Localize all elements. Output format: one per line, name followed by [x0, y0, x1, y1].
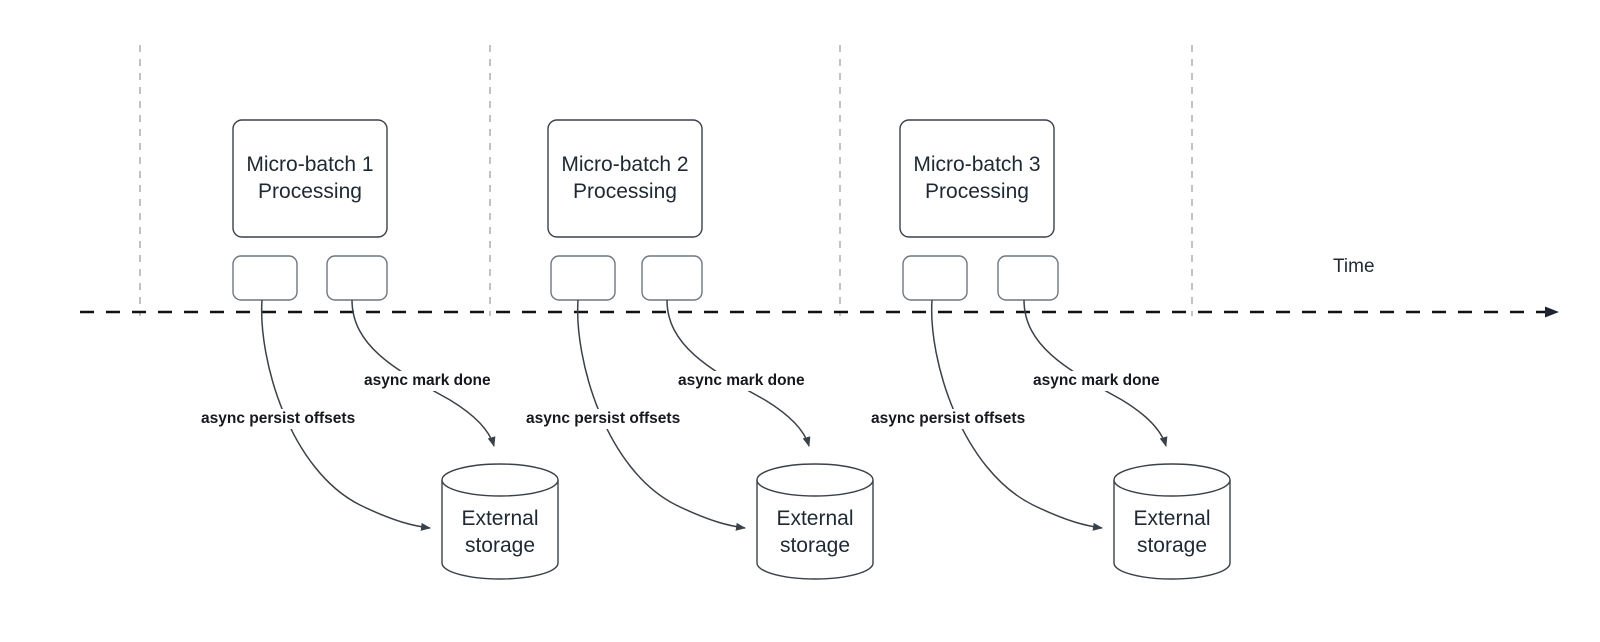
edge-label-2-async-persist-offsets: async persist offsets	[524, 409, 683, 429]
batch-box-3-line2: Processing	[925, 179, 1029, 203]
storage-cylinder-3[interactable]	[1113, 463, 1231, 580]
task-box-2-left[interactable]	[550, 255, 616, 301]
edge-3-async-mark-done	[1023, 299, 1168, 447]
batch-box-1-line2: Processing	[258, 179, 362, 203]
storage-2-line2: storage	[779, 533, 851, 557]
batch-box-3-line1: Micro-batch 3	[913, 153, 1041, 176]
group-1	[232, 119, 559, 580]
edge-2-async-persist-offsets	[576, 299, 746, 531]
task-box-3-left[interactable]	[902, 255, 968, 301]
batch-box-1-line1: Micro-batch 1	[246, 153, 374, 176]
batch-box-2-line1: Micro-batch 2	[561, 153, 689, 176]
task-box-1-right[interactable]	[326, 255, 388, 301]
edge-label-2-async-mark-done: async mark done	[676, 371, 807, 391]
task-box-3-right[interactable]	[997, 255, 1059, 301]
edge-label-3-async-persist-offsets: async persist offsets	[869, 409, 1028, 429]
task-box-2-right[interactable]	[641, 255, 703, 301]
storage-cylinder-1[interactable]	[441, 463, 559, 580]
batch-box-1-label: Micro-batch 1 Processing	[233, 152, 387, 206]
edge-1-async-persist-offsets	[260, 299, 431, 531]
edge-label-3-async-mark-done: async mark done	[1031, 371, 1162, 391]
storage-3-line1: External	[1133, 507, 1211, 530]
edge-label-1-async-mark-done: async mark done	[362, 371, 493, 391]
storage-1-line2: storage	[464, 533, 536, 557]
batch-box-2[interactable]	[547, 119, 703, 238]
group-2	[547, 119, 874, 580]
storage-cylinder-2[interactable]	[756, 463, 874, 580]
batch-box-3[interactable]	[899, 119, 1055, 238]
edge-1-async-mark-done	[351, 299, 496, 447]
storage-2-line1: External	[776, 507, 854, 530]
divider-group	[139, 45, 1193, 316]
batch-box-3-label: Micro-batch 3 Processing	[900, 152, 1054, 206]
batch-box-2-label: Micro-batch 2 Processing	[548, 152, 702, 206]
storage-cylinder-2-label: External storage	[757, 506, 873, 560]
storage-3-line2: storage	[1136, 533, 1208, 557]
group-3	[899, 119, 1231, 580]
edge-2-async-mark-done	[666, 299, 811, 447]
storage-cylinder-3-label: External storage	[1114, 506, 1230, 560]
timeline-label: Time	[1333, 256, 1375, 277]
storage-1-line1: External	[461, 507, 539, 530]
batch-box-1[interactable]	[232, 119, 388, 238]
edge-label-1-async-persist-offsets: async persist offsets	[199, 409, 358, 429]
edge-3-async-persist-offsets	[930, 299, 1103, 531]
storage-cylinder-1-label: External storage	[442, 506, 558, 560]
task-box-1-left[interactable]	[232, 255, 298, 301]
batch-box-2-line2: Processing	[573, 179, 677, 203]
